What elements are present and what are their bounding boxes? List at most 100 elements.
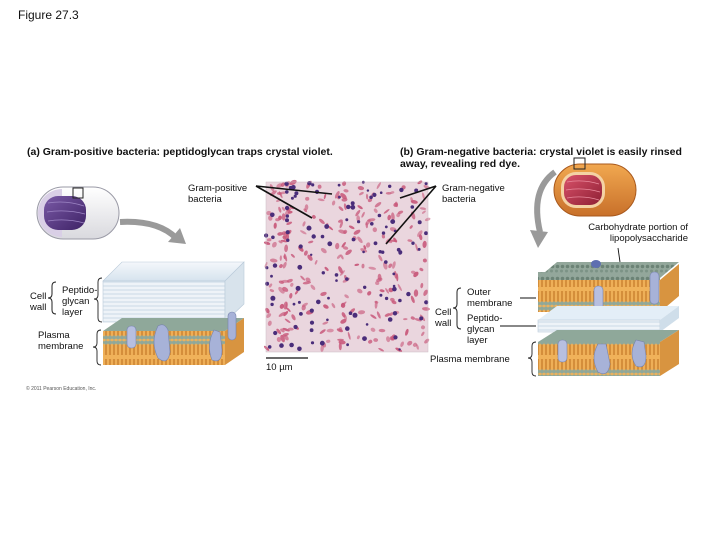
gram-positive-cell — [345, 326, 350, 331]
cell-wall-label-b: Cell wall — [435, 307, 452, 329]
gram-negative-cell — [280, 182, 286, 187]
gram-positive-cell — [273, 330, 278, 336]
gram-negative-cell — [378, 328, 386, 333]
gram-positive-cell — [396, 247, 401, 252]
peptidoglycan-brace — [93, 277, 103, 323]
gram-negative-cell — [331, 303, 336, 309]
gram-negative-cell — [338, 206, 344, 211]
gram-negative-cell — [338, 327, 343, 332]
gram-negative-cell — [281, 213, 286, 221]
gram-positive-cell — [369, 195, 373, 200]
gram-negative-cell — [412, 342, 418, 347]
gram-negative-cell — [317, 184, 322, 189]
gram-negative-cell — [348, 225, 355, 230]
gram-positive-cell — [384, 260, 388, 264]
gram-positive-cell — [379, 293, 383, 297]
scale-label: 10 µm — [266, 362, 293, 373]
gram-positive-cell — [265, 281, 270, 286]
gram-positive-cell — [390, 219, 396, 225]
gram-negative-cell — [409, 225, 413, 229]
gram-positive-cell — [392, 272, 396, 276]
gram-negative-cell — [281, 231, 287, 235]
gram-negative-cell — [357, 205, 363, 210]
gram-positive-cell — [265, 266, 269, 270]
gram-negative-cell — [345, 249, 352, 256]
gram-negative-cell — [269, 258, 278, 263]
gram-negative-cell — [417, 180, 423, 185]
figure-title: Figure 27.3 — [18, 8, 79, 22]
gram-negative-cell — [289, 179, 297, 186]
gram-negative-cell — [413, 271, 419, 278]
gram-negative-cell — [337, 338, 344, 341]
gram-negative-cell — [338, 342, 342, 351]
gram-positive-wall-block — [102, 261, 245, 365]
gram-positive-cell — [424, 300, 429, 305]
gram-negative-cell — [340, 319, 347, 324]
gram-negative-cell — [370, 327, 376, 332]
gram-negative-cell — [365, 242, 371, 248]
gram-negative-cell — [340, 193, 347, 200]
curved-arrow-icon — [119, 218, 179, 241]
gram-negative-cell — [392, 261, 396, 269]
gram-positive-cell — [294, 191, 299, 196]
gram-negative-cell — [276, 183, 283, 188]
gram-positive-cell — [417, 247, 421, 251]
gram-positive-cell — [350, 201, 355, 206]
gram-negative-cell — [374, 202, 382, 208]
gram-negative-cell — [410, 200, 418, 204]
cell-wall-label: Cell wall — [30, 291, 47, 313]
gram-positive-cell — [337, 183, 341, 187]
gram-negative-cell — [421, 210, 426, 214]
gram-positive-cell — [291, 185, 296, 190]
gram-negative-cell — [422, 240, 427, 248]
gram-negative-cell — [370, 314, 377, 319]
gram-negative-cell — [267, 320, 272, 326]
gram-positive-cell — [311, 183, 315, 187]
gram-positive-cell — [267, 345, 272, 349]
gram-positive-cell — [316, 299, 321, 305]
gram-negative-cell — [410, 295, 415, 304]
gram-negative-cell — [361, 263, 365, 269]
gram-negative-cell — [397, 283, 402, 292]
gram-positive-cell — [297, 346, 302, 352]
gram-negative-cell — [341, 242, 346, 248]
gram-negative-cell — [278, 191, 283, 199]
gram-negative-cell — [391, 212, 395, 221]
gram-positive-cell — [410, 205, 415, 209]
gram-negative-cell — [287, 327, 294, 331]
gram-negative-cell — [353, 229, 361, 235]
gram-negative-cell — [381, 234, 386, 239]
gram-negative-cell — [326, 328, 334, 333]
gram-negative-cell — [303, 208, 308, 213]
gram-negative-cell — [368, 266, 377, 270]
gram-positive-cell — [309, 328, 314, 333]
gram-negative-cell — [365, 193, 369, 200]
gram-negative-cell — [373, 338, 379, 342]
gram-negative-leader — [399, 185, 437, 199]
gram-negative-cell — [385, 288, 389, 294]
gram-negative-cell — [339, 270, 345, 276]
gram-negative-cell — [342, 246, 349, 250]
gram-positive-cell — [384, 225, 388, 229]
gram-positive-cell — [424, 182, 428, 186]
gram-negative-cell — [278, 311, 286, 317]
gram-negative-cell — [363, 245, 367, 250]
gram-negative-cell — [303, 250, 308, 256]
gram-negative-cell — [390, 191, 395, 194]
gram-negative-cell — [389, 336, 394, 341]
gram-negative-cell — [344, 294, 349, 299]
gram-positive-cell — [326, 318, 329, 322]
gram-positive-cell — [321, 271, 325, 275]
gram-positive-label: Gram-positive bacteria — [188, 183, 248, 205]
gram-negative-cell — [384, 313, 391, 317]
gram-negative-cell — [376, 311, 381, 319]
gram-negative-cell — [307, 254, 313, 261]
gram-negative-cell — [310, 284, 316, 290]
gram-negative-cell — [394, 201, 399, 208]
gram-positive-cell — [306, 225, 312, 231]
gram-negative-cell — [338, 266, 343, 274]
gram-negative-cell — [279, 303, 285, 309]
gram-positive-cell — [289, 342, 294, 348]
gram-negative-cell — [265, 307, 270, 314]
